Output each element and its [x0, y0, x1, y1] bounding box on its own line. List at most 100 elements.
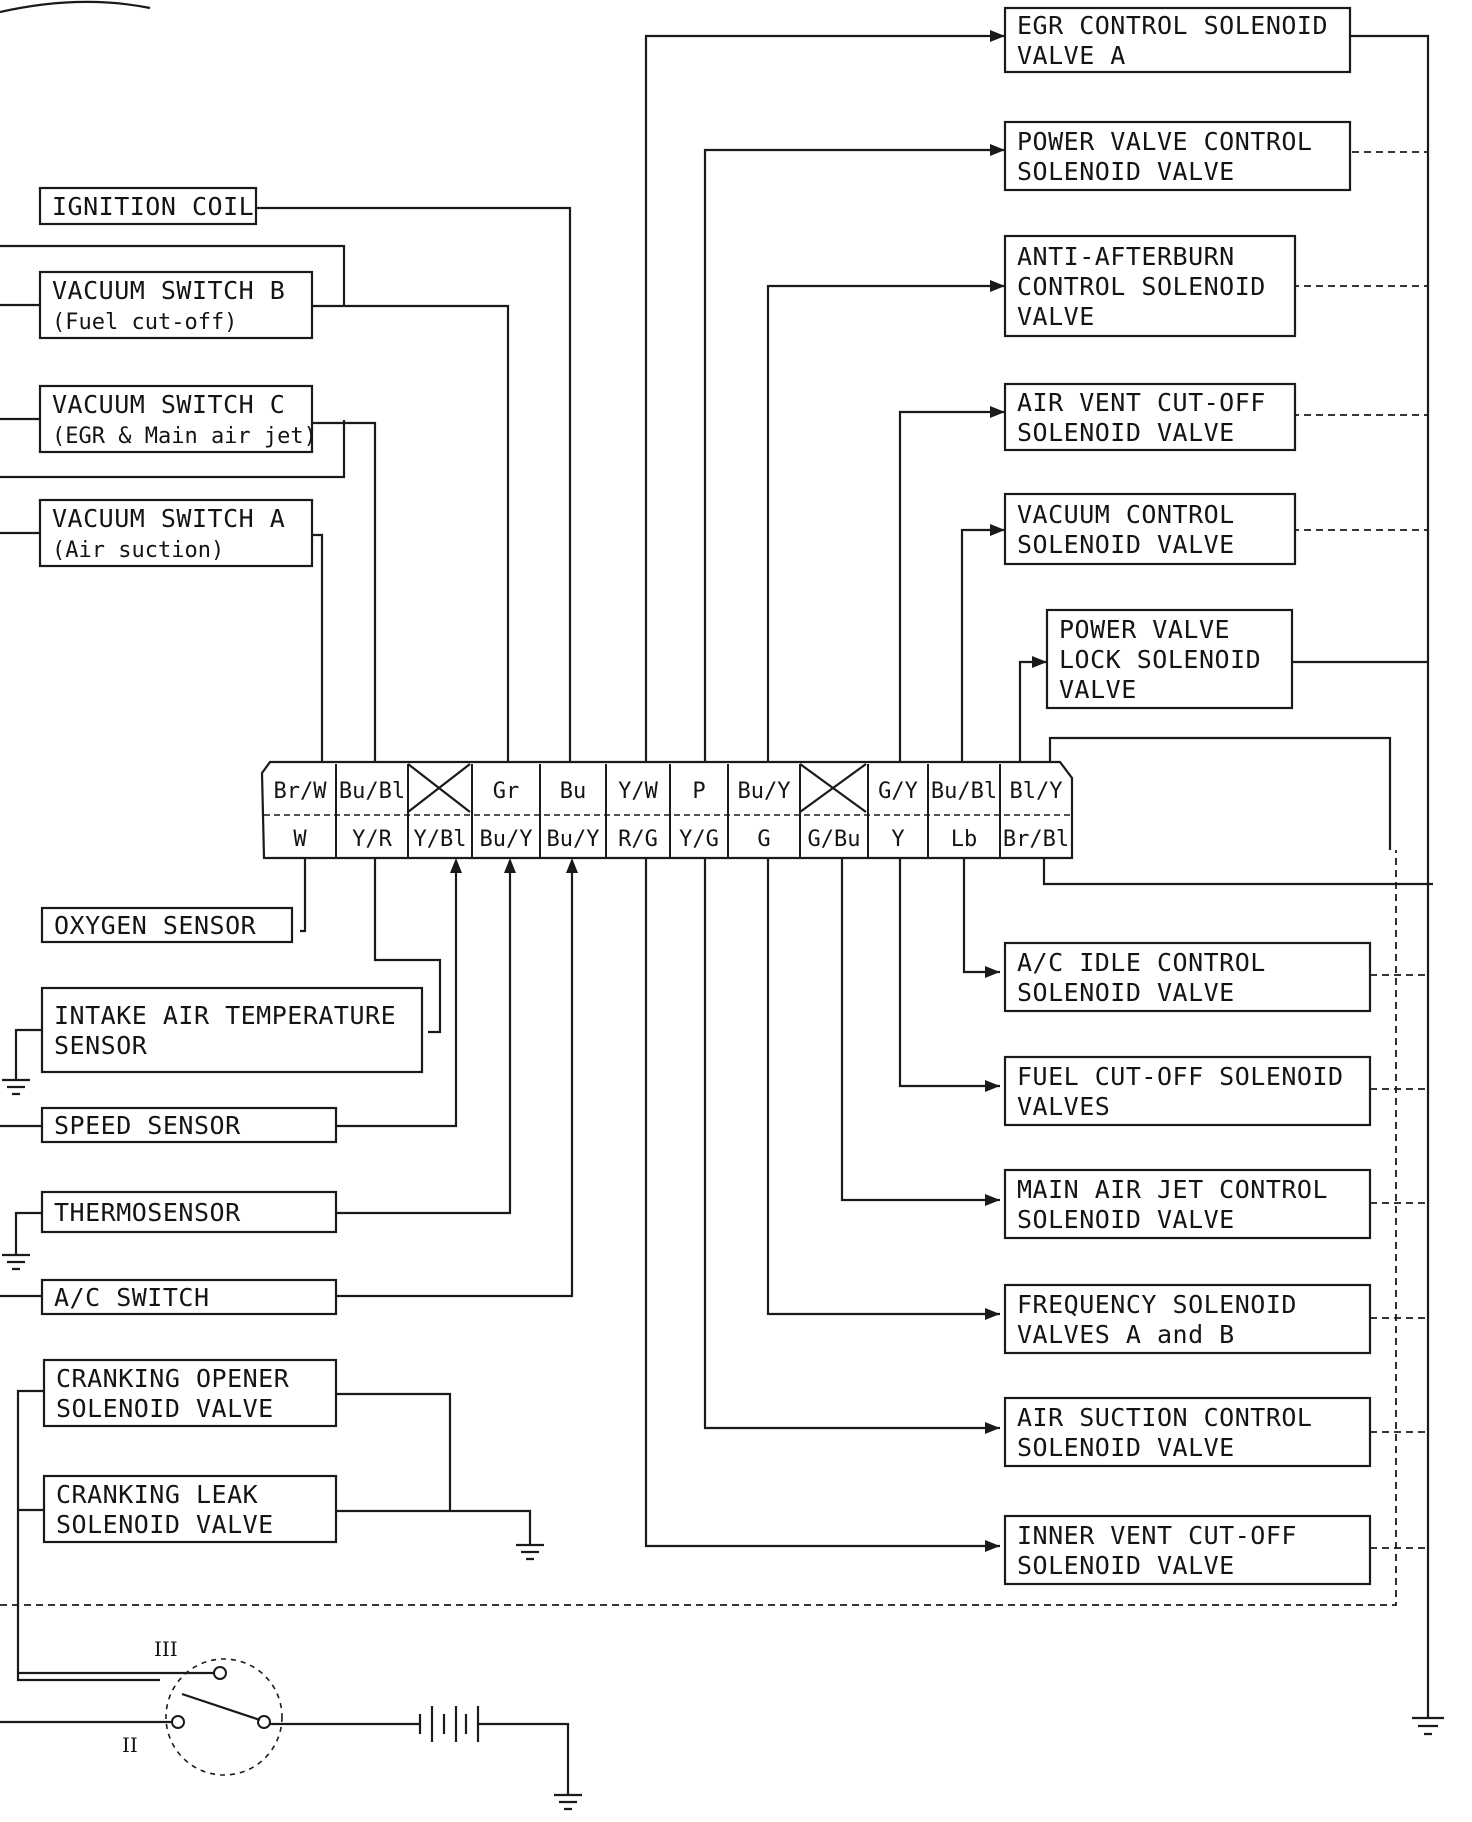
air-suction-control-solenoid-valve-label: AIR SUCTION CONTROL [1017, 1403, 1312, 1432]
speed-sensor-box [40, 1106, 338, 1144]
main-air-jet-control-solenoid-valve-box [1003, 1168, 1372, 1240]
wire-thermosensor [336, 872, 512, 1215]
wires [0, 0, 1433, 1795]
main-air-jet-control-solenoid-valve-label: SOLENOID VALVE [1017, 1205, 1235, 1234]
connector-pin-label: Y/R [352, 827, 392, 852]
wire-ac-switch [336, 872, 574, 1298]
arrow-power-valve-control [990, 144, 1005, 156]
vacuum-switch-c-box [38, 384, 314, 454]
connector-pin-label: Br/Bl [1003, 827, 1069, 852]
wire-vacuum-switch-b-upper [0, 244, 346, 306]
connector-pin-label: Y [891, 827, 904, 852]
power-valve-control-solenoid-valve-label: SOLENOID VALVE [1017, 157, 1235, 186]
oxygen-sensor: OXYGEN SENSOR [40, 906, 294, 944]
connector-pin-label: G/Bu [808, 827, 861, 852]
inner-vent-cut-off-solenoid-valve-label: SOLENOID VALVE [1017, 1551, 1235, 1580]
ground-icon [2, 1253, 30, 1271]
switch-position-ii: II [122, 1733, 138, 1757]
arrow-ac-switch [566, 858, 578, 873]
power-valve-control-solenoid-valve-label: POWER VALVE CONTROL [1017, 127, 1312, 156]
connector-cell-dividers [335, 764, 1001, 858]
ignition-coil-label: IGNITION COIL [52, 192, 254, 221]
air-suction-control-solenoid-valve-box [1003, 1396, 1372, 1468]
connector-pin-label: Y/Bl [414, 827, 467, 852]
arrow-air-vent [990, 406, 1005, 418]
ground-icon [1412, 1716, 1444, 1736]
wire-thermosensor-ground [14, 1211, 44, 1255]
ground-icon [516, 1543, 544, 1561]
connector-pin-label: Y/G [679, 827, 719, 852]
connector-pin-label: Y/W [618, 779, 658, 804]
wire-vacuum-switch-c [312, 421, 377, 773]
connector-pin-label: P [692, 779, 705, 804]
wire-frequency [766, 858, 1000, 1316]
wire-vacuum-control [960, 528, 1005, 773]
wire-air-vent-cut-off [898, 410, 1005, 773]
connector-pin-label: Gr [493, 779, 520, 804]
wire-main-bus [0, 850, 1397, 1606]
arrow-frequency [985, 1308, 1000, 1320]
intake-air-temperature-sensor-label: SENSOR [54, 1031, 148, 1060]
cranking-opener-solenoid-valve-box [42, 1358, 338, 1428]
connector-pin-label: Bu [560, 779, 587, 804]
ignition-coil-box [38, 186, 258, 226]
arrowheads [450, 30, 1047, 1552]
terminal-iii-icon [213, 1666, 227, 1680]
terminal-ii-icon [171, 1715, 185, 1729]
vacuum-switch-c-label: VACUUM SWITCH C [52, 390, 285, 419]
fuel-cut-off-solenoid-valves-box [1003, 1055, 1372, 1127]
egr-control-solenoid-valve-a-label: VALVE A [1017, 41, 1126, 70]
wire-speed-sensor [336, 872, 458, 1128]
connector-pin-label: Bu/Y [547, 827, 600, 852]
cranking-leak-solenoid-valve-box [42, 1474, 338, 1544]
connector-pin-label: Bu/Y [480, 827, 533, 852]
arrow-inner-vent [985, 1540, 1000, 1552]
egr-control-solenoid-valve-a-box [1003, 6, 1352, 74]
cranking-leak-solenoid-valve-label: SOLENOID VALVE [56, 1510, 274, 1539]
connector-pin-label: Bu/Bl [339, 779, 405, 804]
switch-contact [181, 1692, 261, 1722]
thermosensor-label: THERMOSENSOR [54, 1198, 241, 1227]
arrow-ac-idle [985, 966, 1000, 978]
connector-pin-label: W [293, 827, 307, 852]
wire-fragment [0, 0, 151, 14]
wire-ignition-coil [256, 206, 572, 773]
ground-symbols [2, 1078, 1444, 1811]
vacuum-switch-c: VACUUM SWITCH C (EGR & Main air jet) [38, 384, 317, 454]
arrow-main-air-jet [985, 1194, 1000, 1206]
power-valve-lock-solenoid-valve-label: POWER VALVE [1059, 615, 1230, 644]
vacuum-switch-a-label: VACUUM SWITCH A [52, 504, 285, 533]
power-valve-control-solenoid-valve-box [1003, 120, 1352, 192]
empty-pin-icon [799, 763, 867, 813]
vacuum-switch-b-label: VACUUM SWITCH B [52, 276, 285, 305]
inner-vent-cut-off-solenoid-valve-label: INNER VENT CUT-OFF [1017, 1521, 1297, 1550]
wire-air-suction [703, 858, 1000, 1430]
frequency-solenoid-valves-a-and-b-label: FREQUENCY SOLENOID [1017, 1290, 1297, 1319]
vacuum-switch-a: VACUUM SWITCH A(Air suction) [38, 498, 314, 568]
frequency-solenoid-valves-a-and-b-box [1003, 1283, 1372, 1355]
wire-cranking-leak [336, 1509, 532, 1545]
wire-vacuum-switch-b [312, 304, 510, 773]
power-valve-lock-solenoid-valve-label: LOCK SOLENOID [1059, 645, 1261, 674]
wire-anti-afterburn [766, 284, 1005, 773]
ac-switch-box [40, 1278, 338, 1316]
wire-inner-vent [644, 858, 1000, 1548]
ac-idle-control-solenoid-valve-label: A/C IDLE CONTROL [1017, 948, 1266, 977]
empty-pin-icon [407, 763, 471, 813]
ground-icon [554, 1793, 582, 1811]
ignition-switch-body [165, 1658, 283, 1776]
wire-cranking-opener [336, 1392, 452, 1510]
inner-vent-cut-off-solenoid-valve-box [1003, 1514, 1372, 1586]
vacuum-switch-c-label: (EGR & Main air jet) [52, 424, 317, 449]
frequency-solenoid-valves-a-and-b-label: VALVES A and B [1017, 1320, 1235, 1349]
wire-bl-y-loop [1048, 736, 1392, 850]
wire-power-valve-lock [1018, 660, 1047, 773]
oxygen-sensor-box [40, 906, 294, 944]
